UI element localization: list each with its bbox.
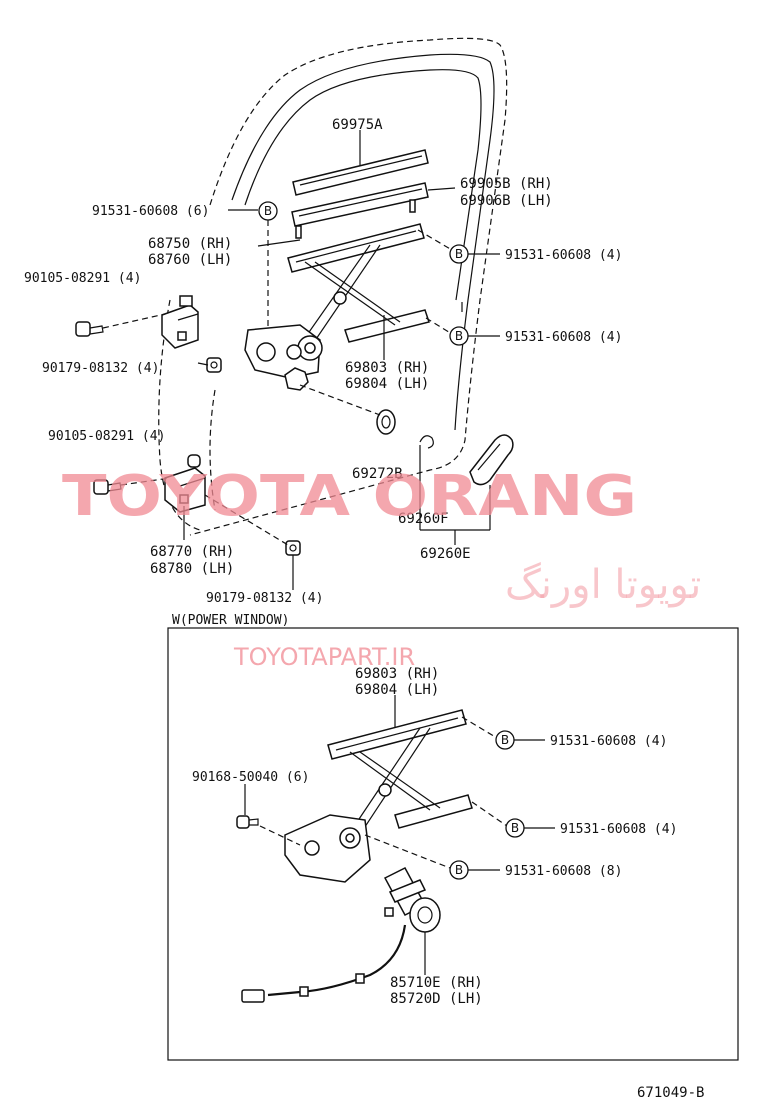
label-68760: 68760 (LH) <box>148 252 232 268</box>
label-90105-a: 90105-08291 (4) <box>24 271 141 286</box>
label-69260e: 69260E <box>420 546 471 562</box>
label-68750: 68750 (RH) <box>148 236 232 252</box>
clip-69260f <box>419 435 434 449</box>
label-69803: 69803 (RH) <box>345 360 429 376</box>
label-68780: 68780 (LH) <box>150 561 234 577</box>
b-marker-main-3: B <box>449 326 469 346</box>
label-91531-4c: 91531-60608 (4) <box>550 734 667 749</box>
b-marker-main-2: B <box>449 244 469 264</box>
glass-channel-69975a <box>292 149 429 196</box>
b-marker-inset-3: B <box>449 860 469 880</box>
bolt-90105-upper <box>75 321 104 337</box>
washer-69272b <box>376 409 396 435</box>
lower-hinge-68770 <box>164 454 206 513</box>
label-69804: 69804 (LH) <box>345 376 429 392</box>
window-handle-69260e <box>469 434 514 486</box>
bolt-90105-lower <box>93 479 122 495</box>
label-85710e: 85710E (RH) <box>390 975 483 991</box>
glass-channel-69905b <box>291 182 429 239</box>
label-91531-4a: 91531-60608 (4) <box>505 248 622 263</box>
label-power-window-title: W(POWER WINDOW) <box>172 613 289 628</box>
svg-text:B: B <box>455 329 463 343</box>
label-69804-w: 69804 (LH) <box>355 682 439 698</box>
svg-text:B: B <box>455 247 463 261</box>
power-window-regulator <box>284 709 473 883</box>
label-90179-a: 90179-08132 (4) <box>42 361 159 376</box>
b-marker-inset-2: B <box>505 818 525 838</box>
diagram-code: 671049-B <box>637 1085 704 1101</box>
svg-text:B: B <box>455 863 463 877</box>
power-window-motor <box>383 867 441 933</box>
door-frame <box>158 37 508 536</box>
svg-text:B: B <box>501 733 509 747</box>
screw-90168 <box>236 815 259 829</box>
nut-90179-upper <box>206 357 222 373</box>
label-91531-6: 91531-60608 (6) <box>92 204 209 219</box>
label-85720d: 85720D (LH) <box>390 991 483 1007</box>
label-69905b: 69905B (RH) <box>460 176 553 192</box>
label-69260f: 69260F <box>398 511 449 527</box>
label-91531-4d: 91531-60608 (4) <box>560 822 677 837</box>
label-68770: 68770 (RH) <box>150 544 234 560</box>
b-marker-inset-1: B <box>495 730 515 750</box>
manual-window-regulator <box>244 223 430 391</box>
label-69906b: 69906B (LH) <box>460 193 553 209</box>
svg-text:B: B <box>511 821 519 835</box>
b-marker-main-1: B <box>258 201 278 221</box>
label-90105-b: 90105-08291 (4) <box>48 429 165 444</box>
upper-hinge-68750 <box>161 295 199 349</box>
power-window-box <box>167 627 739 1061</box>
label-90179-b: 90179-08132 (4) <box>206 591 323 606</box>
nut-90179-lower <box>285 540 301 556</box>
svg-text:B: B <box>264 204 272 218</box>
watermark-brand: TOYOTA ORANG <box>62 464 637 529</box>
motor-wire-harness <box>241 924 407 1003</box>
label-69975a: 69975A <box>332 117 383 133</box>
label-91531-4b: 91531-60608 (4) <box>505 330 622 345</box>
label-91531-8: 91531-60608 (8) <box>505 864 622 879</box>
watermark-persian: تویوتا اورنگ <box>505 562 701 608</box>
label-90168: 90168-50040 (6) <box>192 770 309 785</box>
label-69803-w: 69803 (RH) <box>355 666 439 682</box>
label-69272b: 69272B <box>352 466 403 482</box>
watermark-url: TOYOTAPART.IR <box>233 643 415 671</box>
